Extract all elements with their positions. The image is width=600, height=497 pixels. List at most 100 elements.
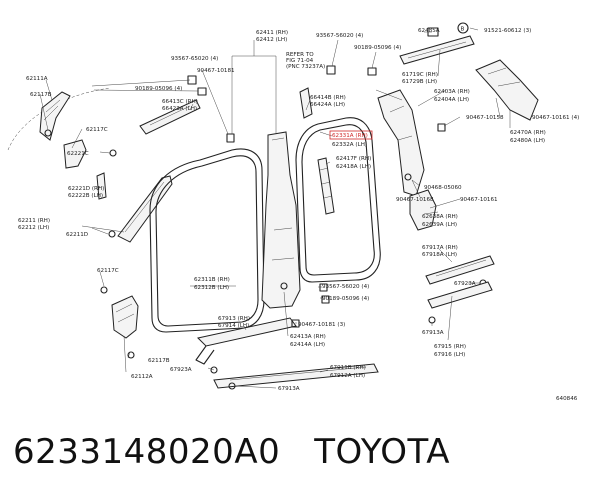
- label-62638A: 62638A (RH): [422, 214, 458, 220]
- label-62211: 62211 (RH): [18, 218, 50, 224]
- label-62117B-top: 62117B: [30, 92, 52, 98]
- part-62311B-weatherstrip[interactable]: [149, 148, 265, 333]
- clip-90467-10158[interactable]: [437, 123, 446, 132]
- label-67923A-r: 67923A: [454, 281, 476, 287]
- label-62221C: 62221C: [67, 151, 89, 157]
- label-67918A: 67918A (LH): [422, 252, 457, 258]
- label-62221D: 62221D (RH): [68, 186, 104, 192]
- label-67912A: 67912A (LH): [330, 373, 365, 379]
- part-66413C[interactable]: [139, 99, 201, 135]
- clip-93567-56020[interactable]: [326, 65, 336, 75]
- label-62117B-bot: 62117B: [148, 358, 170, 364]
- label-62417F: 62417F (RH): [336, 156, 371, 162]
- clip-90467-10181[interactable]: [226, 133, 235, 143]
- label-62112A: 62112A: [131, 374, 153, 380]
- label-refer-to: REFER TO: [286, 52, 314, 58]
- label-62411: 62411 (RH): [256, 30, 288, 36]
- clip-90468[interactable]: [404, 173, 412, 181]
- label-62117C-top: 62117C: [86, 127, 108, 133]
- label-90467-10181: 90467-10181: [197, 68, 235, 74]
- label-62222B: 62222B (LH): [68, 193, 103, 199]
- label-62480A: 62480A (LH): [510, 138, 545, 144]
- leader-lines: [39, 27, 511, 389]
- part-66414B[interactable]: [299, 87, 313, 119]
- clip-67923A-l[interactable]: [210, 366, 218, 374]
- clip-62211D[interactable]: [108, 230, 116, 238]
- label-62311B: 62311B (RH): [194, 277, 230, 283]
- label-62418A: 62418A (LH): [336, 164, 371, 170]
- label-61729B: 61729B (LH): [402, 79, 437, 85]
- label-90467-10161: 90467-10161: [460, 197, 498, 203]
- clip-62413A[interactable]: [280, 282, 288, 290]
- label-62639A: 62639A (LH): [422, 222, 457, 228]
- label-93567-56020: 93567-56020 (4): [316, 33, 363, 39]
- label-fig: FIG 71-04: [286, 58, 314, 64]
- part-62117C-top[interactable]: [63, 139, 87, 169]
- part-62221D[interactable]: [96, 172, 107, 200]
- label-66413C: 66413C (RH): [162, 99, 198, 105]
- parts-diagram: B: [7, 22, 579, 402]
- part-number: 6233148020A0: [13, 432, 281, 472]
- label-62331A: 62331A (RH): [332, 133, 368, 139]
- part-67917A[interactable]: [425, 255, 495, 285]
- part-62417F[interactable]: [317, 157, 335, 215]
- label-93567-65020-a: 93567-65020 (4): [171, 56, 218, 62]
- label-93567-56020-c: 93567-56020 (4): [322, 284, 369, 290]
- clip-90467-10181-3[interactable]: [291, 319, 300, 328]
- label-62117C-bot: 62117C: [97, 268, 119, 274]
- part-62470A[interactable]: [475, 59, 539, 121]
- label-90467-10161-4: 90467-10161 (4): [532, 115, 579, 121]
- label-90467-10158-a: 90467-10158: [466, 115, 504, 121]
- label-62485A: 62485A: [418, 28, 440, 34]
- part-67913[interactable]: [195, 317, 297, 365]
- part-67915[interactable]: [427, 281, 493, 309]
- label-66414B: 66414B (RH): [310, 95, 346, 101]
- roof-outline: [7, 87, 111, 151]
- part-62331A-weatherstrip[interactable]: [295, 117, 381, 283]
- label-62470A: 62470A (RH): [510, 130, 546, 136]
- label-62332A: 62332A (LH): [332, 142, 367, 148]
- part-62403A[interactable]: [377, 89, 425, 197]
- label-pnc: (PNC 73237A): [286, 64, 325, 70]
- label-67913A-r: 67913A: [422, 330, 444, 336]
- label-62211D: 62211D: [66, 232, 88, 238]
- label-61719C: 61719C (RH): [402, 72, 438, 78]
- label-62404A: 62404A (LH): [434, 97, 469, 103]
- label-91521-60612: 91521-60612 (3): [484, 28, 531, 34]
- label-90189-05096-c: 90189-05096 (4): [322, 296, 369, 302]
- label-67913A-b: 67913A: [278, 386, 300, 392]
- part-62411-center-pillar[interactable]: [261, 131, 301, 309]
- label-67923A-l: 67923A: [170, 367, 192, 373]
- label-66424A: 66424A (LH): [310, 102, 345, 108]
- part-61719C[interactable]: [399, 35, 475, 65]
- label-640846: 640846: [556, 396, 578, 402]
- label-62212: 62212 (LH): [18, 225, 49, 231]
- label-67914: 67914 (LH): [218, 323, 249, 329]
- label-67916: 67916 (LH): [434, 352, 465, 358]
- part-67911B[interactable]: [213, 363, 379, 389]
- part-62638A[interactable]: [409, 189, 437, 231]
- clip-93567-c[interactable]: [319, 283, 328, 292]
- clip-62117B-bot[interactable]: [127, 351, 135, 359]
- part-62112A[interactable]: [111, 295, 139, 339]
- label-90467-10181-3: 90467-10181 (3): [298, 322, 345, 328]
- circle-B-label: B: [461, 27, 465, 33]
- brand-name: TOYOTA: [314, 432, 450, 472]
- highlight-box-62331A: [329, 130, 373, 140]
- clip-90189-a[interactable]: [197, 87, 207, 96]
- label-67913: 67913 (RH): [218, 316, 250, 322]
- label-67917A: 67917A (RH): [422, 245, 458, 251]
- label-90189-05096-b: 90189-05096 (4): [354, 45, 401, 51]
- label-62403A: 62403A (RH): [434, 89, 470, 95]
- labels: 62111A 62117B 93567-65020 (4) 90189-0509…: [18, 28, 579, 402]
- label-90467-10168: 90467-10168: [396, 197, 434, 203]
- label-62111A: 62111A: [26, 76, 48, 82]
- part-62211[interactable]: [117, 175, 173, 243]
- clip-67913A-b[interactable]: [228, 382, 236, 390]
- clip-62117C-bot[interactable]: [100, 286, 108, 294]
- clip-62221C[interactable]: [109, 149, 117, 157]
- clip-90189-b[interactable]: [367, 67, 377, 76]
- label-62312B: 62312B (LH): [194, 285, 229, 291]
- label-67911B: 67911B (RH): [330, 365, 366, 371]
- clip-90189-c[interactable]: [321, 295, 330, 304]
